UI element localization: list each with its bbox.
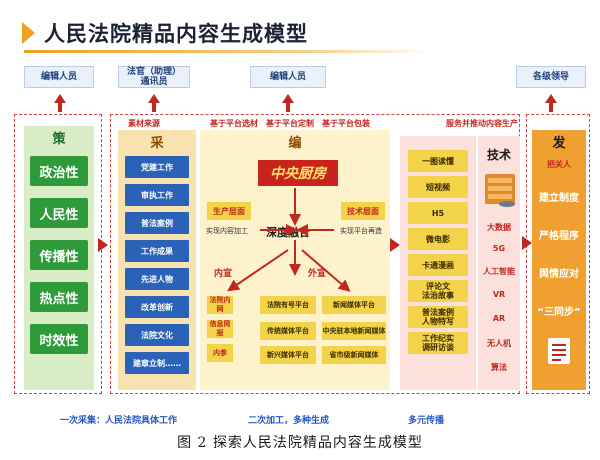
document-icon — [548, 338, 570, 364]
fa-note: 服务并推动内容生产 — [446, 119, 518, 128]
fa-item: “三同步” — [537, 306, 581, 318]
bian-flow-arrows — [227, 188, 351, 292]
nei-label: 内宣 — [214, 269, 233, 279]
cai-item: 审执工作 — [125, 184, 189, 206]
news-platform-item: 省市级新闻媒体 — [322, 346, 386, 364]
neixuan-item: 法院内网 — [207, 296, 233, 314]
cai-item: 建章立制…… — [125, 352, 189, 374]
chuan-item: 微电影 — [408, 228, 468, 250]
ce-item: 人民性 — [30, 198, 88, 228]
tech-item: 算法 — [491, 363, 507, 372]
chuan-item: 短视频 — [408, 176, 468, 198]
chuan-item: H5 — [408, 202, 468, 224]
chuan-item: 卡通漫画 — [408, 254, 468, 276]
column-cai-header: 采 — [150, 135, 164, 151]
tech-item: 大数据 — [487, 223, 511, 232]
chuan-item: 评论文 法治故事 — [408, 280, 468, 302]
footer-label-spread: 多元传播 — [408, 416, 445, 426]
court-platform-item: 传统媒体平台 — [260, 322, 316, 340]
production-layer-box: 生产层面 — [207, 202, 251, 220]
page-title: 人民法院精品内容生成模型 — [44, 22, 308, 46]
ce-item: 政治性 — [30, 156, 88, 186]
top-box-editors-center: 编辑人员 — [250, 66, 326, 88]
arrow-right-icon — [390, 238, 400, 252]
frame-ce — [14, 114, 102, 394]
cai-item: 党建工作 — [125, 156, 189, 178]
top-box-editors-left: 编辑人员 — [24, 66, 94, 88]
neixuan-item: 信息简报 — [207, 320, 233, 338]
server-icon — [485, 174, 515, 207]
tech-item: VR — [492, 290, 506, 299]
title-arrow-icon — [22, 22, 35, 44]
arrow-up-icon — [148, 94, 160, 103]
arrow-stem — [58, 103, 62, 112]
fa-item: 舆情应对 — [539, 268, 579, 280]
column-bian-header: 编 — [288, 135, 302, 151]
news-platform-item: 新闻媒体平台 — [322, 296, 386, 314]
cai-item: 先进人物 — [125, 268, 189, 290]
fa-item: 严格程序 — [539, 230, 579, 242]
bian-note-1: 基于平台选材 — [210, 119, 258, 128]
frame-fa — [526, 114, 590, 394]
central-kitchen-logo: 中央厨房 — [258, 160, 338, 186]
arrow-up-icon — [282, 94, 294, 103]
tech-item: 人工智能 — [483, 267, 515, 276]
news-platform-item: 中央驻本地新闻媒体 — [322, 322, 386, 340]
court-platform-item: 新兴媒体平台 — [260, 346, 316, 364]
bian-note-2: 基于平台定制 — [266, 119, 314, 128]
column-fa-header: 发 — [552, 135, 566, 151]
wai-label: 外宣 — [308, 269, 327, 279]
tech-item: 5G — [492, 244, 506, 253]
tech-item: AR — [492, 314, 506, 323]
cai-note: 素材来源 — [128, 119, 160, 128]
ce-item: 时效性 — [30, 324, 88, 354]
arrow-stem — [152, 103, 156, 112]
chuan-item: 一图读懂 — [408, 150, 468, 172]
cai-item: 法院文化 — [125, 324, 189, 346]
figure-caption: 图 2 探索人民法院精品内容生成模型 — [177, 435, 423, 451]
court-platform-item: 法院有号平台 — [260, 296, 316, 314]
fa-item: 把关人 — [547, 159, 571, 169]
footer-label-process: 二次加工，多种生成 — [248, 416, 330, 426]
top-box-leaders: 各级领导 — [516, 66, 586, 88]
arrow-up-icon — [545, 94, 557, 103]
cai-item: 改革创新 — [125, 296, 189, 318]
fa-item: 建立制度 — [539, 192, 579, 204]
arrow-right-icon — [98, 238, 108, 252]
title-underline — [24, 50, 434, 53]
tech-header: 技术 — [486, 148, 511, 162]
arrow-stem — [549, 103, 553, 112]
ce-item: 传播性 — [30, 240, 88, 270]
chuan-item: 普法案例 人物特写 — [408, 306, 468, 328]
tech-layer-box: 技术层面 — [341, 202, 385, 220]
cai-item: 普法案例 — [125, 212, 189, 234]
bian-note-3: 基于平台包装 — [322, 119, 370, 128]
arrow-stem — [286, 103, 290, 112]
top-box-judges: 法官（助理） 通讯员 — [118, 66, 190, 88]
production-layer-note: 实现内容加工 — [206, 227, 248, 235]
footer-label-collect: 一次采集：人民法院具体工作 — [60, 416, 178, 426]
cai-item: 工作成果 — [125, 240, 189, 262]
tech-layer-note: 实现平台再造 — [340, 227, 382, 235]
arrow-up-icon — [54, 94, 66, 103]
column-ce-header: 策 — [52, 131, 66, 147]
tech-item: 无人机 — [487, 339, 511, 348]
chuan-item: 工作纪实 调研访谈 — [408, 332, 468, 354]
ce-item: 热点性 — [30, 282, 88, 312]
neixuan-item: 内参 — [207, 344, 233, 362]
arrow-right-icon — [522, 236, 532, 250]
